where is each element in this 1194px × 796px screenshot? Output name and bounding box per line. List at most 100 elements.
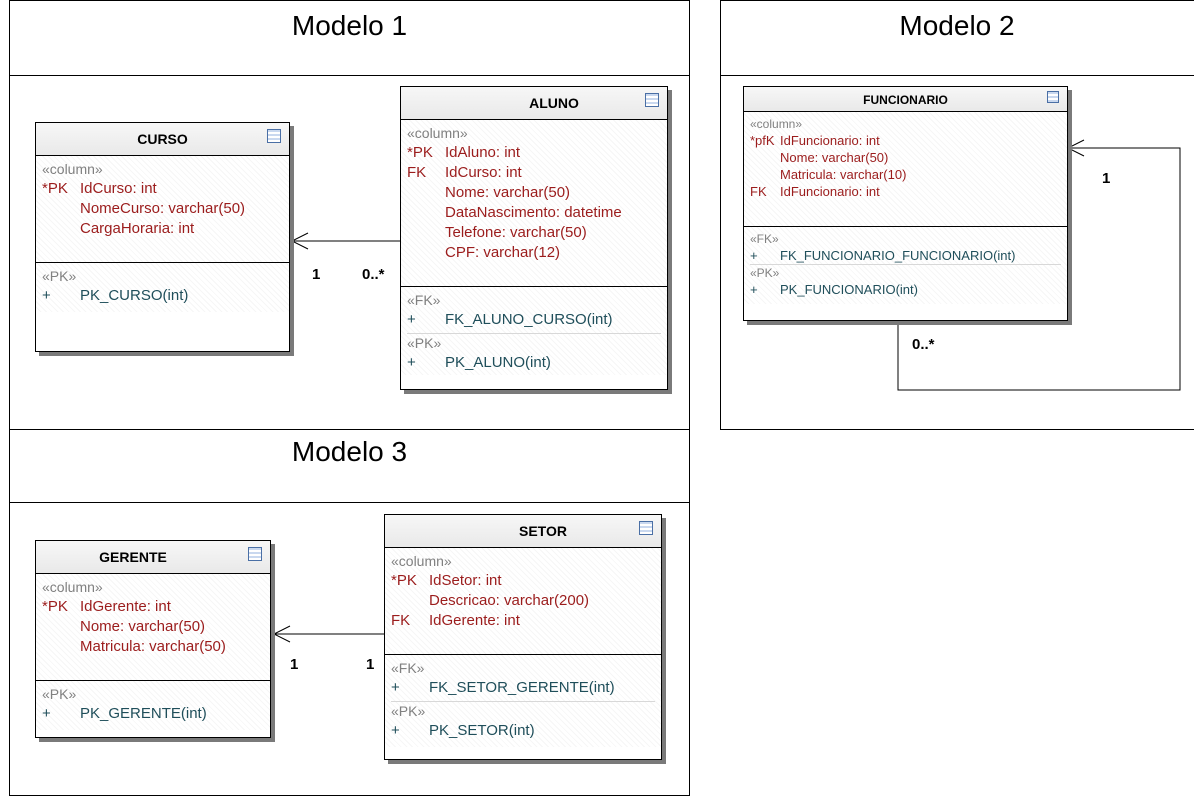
model-1-title: Modelo 1	[291, 10, 408, 41]
gerente-pk-section: «PK» +PK_GERENTE(int)	[36, 681, 270, 730]
plus-marker: +	[391, 722, 400, 739]
funcionario-fk-row: + FK_FUNCIONARIO_FUNCIONARIO(int)	[750, 247, 1061, 264]
model-3-title: Modelo 3	[291, 436, 408, 467]
aluno-column-row: CPF: varchar(12)	[407, 243, 661, 263]
aluno-multiplicity: 0..*	[362, 266, 385, 283]
column-stereotype: «column»	[42, 579, 103, 595]
curso-column-row: *PK IdCurso: int	[42, 179, 283, 199]
funcionario-column-row: Nome: varchar(50)	[750, 149, 1061, 166]
entity-funcionario[interactable]: FUNCIONARIO «column» *pfK IdFuncionario: …	[743, 86, 1068, 321]
curso-columns-section: «column» *PK IdCurso: int NomeCurso: varc…	[36, 156, 289, 263]
aluno-fk-row: + FK_ALUNO_CURSO(int)	[407, 310, 661, 330]
funcionario-many-multiplicity: 0..*	[912, 336, 935, 353]
column-def: DataNascimento: datetime	[445, 204, 622, 221]
setor-pk-row: + PK_SETOR(int)	[391, 721, 655, 741]
table-icon	[639, 521, 653, 535]
fk-stereotype: «FK»	[750, 232, 779, 246]
column-stereotype: «column»	[42, 161, 103, 177]
key-marker: *PK	[391, 572, 417, 589]
setor-gerente-arrowhead	[272, 625, 291, 643]
plus-marker: +	[407, 354, 416, 371]
curso-multiplicity: 1	[312, 266, 321, 283]
funcionario-one-multiplicity: 1	[1102, 170, 1111, 187]
aluno-header: ALUNO	[401, 87, 667, 120]
aluno-column-row: Nome: varchar(50)	[407, 183, 661, 203]
gerente-column-row: Matricula: varchar(50)	[42, 637, 264, 657]
plus-marker: +	[42, 287, 51, 304]
key-marker: FK	[407, 164, 427, 181]
model-2-title: Modelo 2	[899, 10, 1015, 41]
setor-column-row: Descricao: varchar(200)	[391, 591, 655, 611]
column-def: CPF: varchar(12)	[445, 244, 561, 261]
column-def: IdCurso: int	[80, 180, 157, 197]
curso-pk-section: «PK» + PK_CURSO(int)	[36, 263, 289, 312]
gerente-column-row: Nome: varchar(50)	[42, 617, 264, 637]
key-marker: *pfK	[750, 133, 775, 148]
column-def: Nome: varchar(50)	[80, 618, 206, 635]
setor-header: SETOR	[385, 515, 661, 548]
constraint-def: FK_SETOR_GERENTE(int)	[429, 679, 615, 696]
column-def: IdAluno: int	[445, 144, 521, 161]
setor-multiplicity: 1	[366, 656, 375, 673]
key-marker: FK	[391, 612, 411, 629]
column-def: Matricula: varchar(50)	[80, 638, 226, 655]
setor-fk-section: «FK» +FK_SETOR_GERENTE(int) «PK» +PK_SET…	[385, 655, 661, 747]
aluno-curso-arrowhead	[290, 232, 309, 250]
funcionario-columns-section: «column» *pfK IdFuncionario: int Nome: va…	[744, 112, 1067, 227]
model-2-title-divider	[720, 75, 1194, 76]
table-icon	[645, 93, 659, 107]
entity-curso[interactable]: CURSO «column» *PK IdCurso: int NomeCurso…	[35, 122, 290, 352]
column-def: IdFuncionario: int	[780, 184, 880, 199]
table-icon	[248, 547, 262, 561]
fk-stereotype: «FK»	[407, 292, 441, 308]
constraint-def: FK_FUNCIONARIO_FUNCIONARIO(int)	[780, 248, 1016, 263]
column-def: CargaHoraria: int	[80, 220, 195, 237]
setor-fk-row: + FK_SETOR_GERENTE(int)	[391, 678, 655, 698]
column-def: NomeCurso: varchar(50)	[80, 200, 246, 217]
constraint-def: FK_ALUNO_CURSO(int)	[445, 311, 613, 328]
curso-header: CURSO	[36, 123, 289, 156]
aluno-pk-row: + PK_ALUNO(int)	[407, 353, 661, 373]
aluno-column-row: DataNascimento: datetime	[407, 203, 661, 223]
column-def: Nome: varchar(50)	[445, 184, 571, 201]
column-def: IdGerente: int	[80, 598, 171, 615]
constraint-def: PK_GERENTE(int)	[80, 705, 207, 722]
constraint-def: PK_SETOR(int)	[429, 722, 535, 739]
plus-marker: +	[407, 311, 416, 328]
table-icon	[1047, 91, 1059, 103]
pk-stereotype: «PK»	[407, 333, 661, 353]
column-def: Matricula: varchar(10)	[780, 167, 907, 182]
funcionario-column-row: Matricula: varchar(10)	[750, 166, 1061, 183]
pk-stereotype: «PK»	[42, 268, 77, 284]
column-stereotype: «column»	[407, 125, 468, 141]
model-3-title-divider	[9, 502, 690, 503]
gerente-name: GERENTE	[99, 549, 167, 565]
constraint-def: PK_CURSO(int)	[80, 287, 189, 304]
plus-marker: +	[750, 248, 758, 263]
plus-marker: +	[391, 679, 400, 696]
key-marker: *PK	[42, 180, 68, 197]
model-1-3-divider	[9, 429, 690, 430]
model-1-title-divider	[9, 75, 690, 76]
curso-name: CURSO	[137, 131, 188, 147]
column-stereotype: «column»	[750, 117, 803, 131]
constraint-def: PK_ALUNO(int)	[445, 354, 551, 371]
aluno-name: ALUNO	[529, 95, 579, 111]
curso-pk-row: + PK_CURSO(int)	[42, 286, 283, 306]
column-def: Telefone: varchar(50)	[445, 224, 587, 241]
funcionario-self-arrowhead	[1066, 139, 1085, 157]
funcionario-self-relation-line	[897, 147, 1181, 391]
funcionario-name: FUNCIONARIO	[863, 93, 948, 107]
gerente-pk-row: +PK_GERENTE(int)	[42, 704, 264, 724]
funcionario-fk-section: «FK» +FK_FUNCIONARIO_FUNCIONARIO(int) «P…	[744, 227, 1067, 304]
aluno-column-row: Telefone: varchar(50)	[407, 223, 661, 243]
